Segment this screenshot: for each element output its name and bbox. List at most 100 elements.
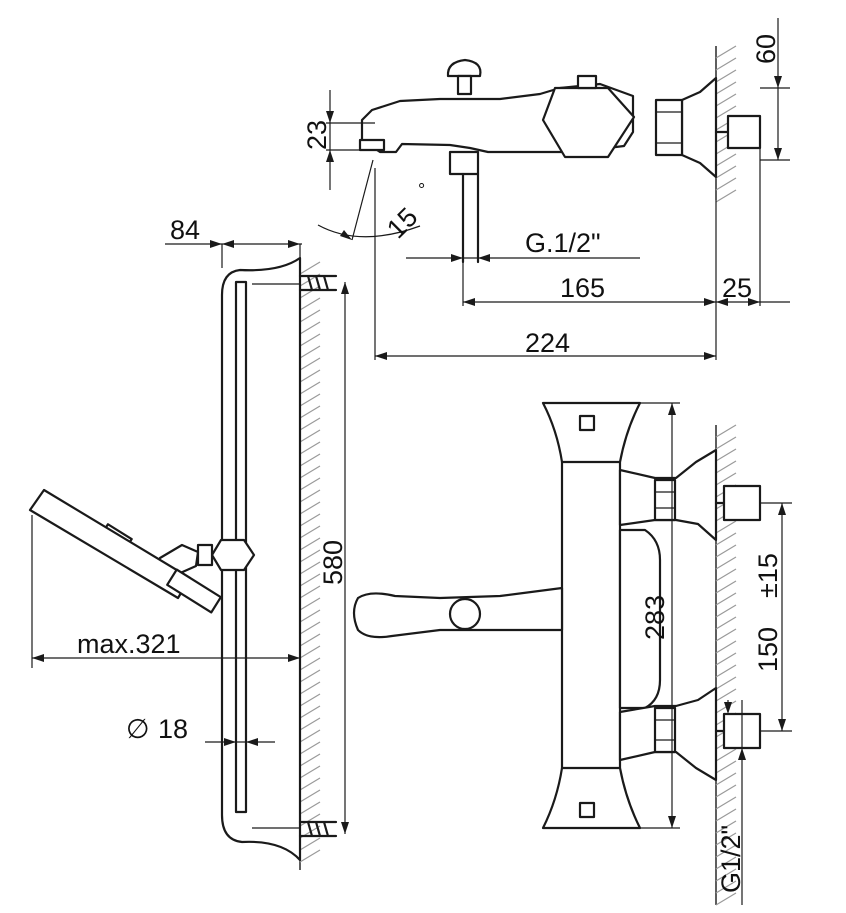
wall-hatch-line [299,669,321,683]
wall-hatch-line [299,561,321,575]
wall-hatch-line [299,441,321,455]
dim-centers: 150 [753,627,783,672]
dim-tolerance: ±15 [753,553,783,598]
dim-spout-height: 23 [302,120,332,150]
wall-hatch-line [715,772,737,786]
wall-hatch-line [715,568,737,582]
dim-165: 165 [560,273,605,303]
wall-hatch-line [715,189,737,203]
wall-hatch-line [715,472,737,486]
wall-hatch-line [715,892,737,906]
dim-diameter-symbol: ∅ [126,714,150,744]
dim-thread-spout: G.1/2" [525,228,601,258]
dim-hose-reach: max.321 [77,629,181,659]
wall-hatch-line [299,693,321,707]
dim-bar-length: 580 [318,540,348,585]
wall-hatch-line [299,657,321,671]
wall-hatch-line [299,465,321,479]
wall-hatch-line [715,616,737,630]
wall-hatch-line [715,520,737,534]
spout-dimensions [317,18,790,360]
wall-hatch-line [299,261,321,275]
wall-hatch-line [715,436,737,450]
wall-hatch-line [715,93,737,107]
wall-hatch-line [715,748,737,762]
wall-hatch-line [715,532,737,546]
wall-hatch-line [715,69,737,83]
wall-hatch-line [299,537,321,551]
wall-hatch-line [299,345,321,359]
wall-hatch-line [299,597,321,611]
wall-hatch-line [299,417,321,431]
wall-hatch-line [299,585,321,599]
wall-hatch-line [715,688,737,702]
wall-hatch-line [715,448,737,462]
wall-hatch-line [715,604,737,618]
wall-hatch-line [299,681,321,695]
wall-hatch-line [299,393,321,407]
wall-hatch-line [715,556,737,570]
wall-hatch-line [715,844,737,858]
dim-diameter: 18 [158,714,188,744]
wall-hatch-line [715,177,737,191]
wall-hatch-line [715,153,737,167]
wall-hatch-line [299,777,321,791]
dim-body-height: 283 [640,595,670,640]
slide-bar-dimensions [31,240,349,834]
wall-hatch-line [299,753,321,767]
wall-hatch-line [299,297,321,311]
wall-hatch-line [715,628,737,642]
slide-bar-view [28,256,338,870]
wall-hatch-line [715,820,737,834]
wall-hatch-line [299,453,321,467]
wall-hatch-line [299,309,321,323]
wall-hatch-line [299,849,321,863]
mixer-front-view [352,401,762,906]
wall-hatch-line [715,856,737,870]
dim-angle: 15 [381,202,423,244]
wall-hatch-line [299,549,321,563]
dim-angle-unit: ° [418,180,425,200]
wall-hatch-line [715,592,737,606]
wall-hatch-line [715,640,737,654]
wall-hatch-line [715,868,737,882]
wall-hatch-line [715,81,737,95]
wall-hatch-line [299,705,321,719]
dim-224: 224 [525,328,570,358]
wall-hatch-line [715,544,737,558]
wall-hatch-line [715,832,737,846]
wall-hatch-line [299,489,321,503]
spout-side-view [358,45,762,264]
wall-hatch-line [715,664,737,678]
wall-hatch-line [299,789,321,803]
wall-hatch-line [299,621,321,635]
wall-hatch-line [299,321,321,335]
wall-hatch-line [299,369,321,383]
wall-hatch-line [715,796,737,810]
wall-hatch-line [299,357,321,371]
wall-hatch-line [299,717,321,731]
wall-hatch-line [299,381,321,395]
wall-hatch-line [299,405,321,419]
wall-hatch-line [715,784,737,798]
wall-hatch-line [299,765,321,779]
dim-wall-60: 60 [751,34,781,64]
wall-hatch-line [715,57,737,71]
wall-hatch-line [299,801,321,815]
dim-25: 25 [722,273,752,303]
wall-hatch-line [299,609,321,623]
wall-hatch-line [715,880,737,894]
wall-hatch-line [299,741,321,755]
wall-hatch-line [299,285,321,299]
dim-bar-depth: 84 [170,215,200,245]
dim-thread-inlet: G1/2" [716,825,746,893]
wall-hatch-line [299,429,321,443]
wall-hatch-line [715,45,737,59]
wall-hatch-line [715,460,737,474]
wall-hatch-line [299,633,321,647]
mixer-dimensions [640,402,792,905]
wall-hatch-line [299,837,321,851]
wall-hatch-line [299,333,321,347]
wall-hatch-line [299,525,321,539]
wall-hatch-line [715,580,737,594]
